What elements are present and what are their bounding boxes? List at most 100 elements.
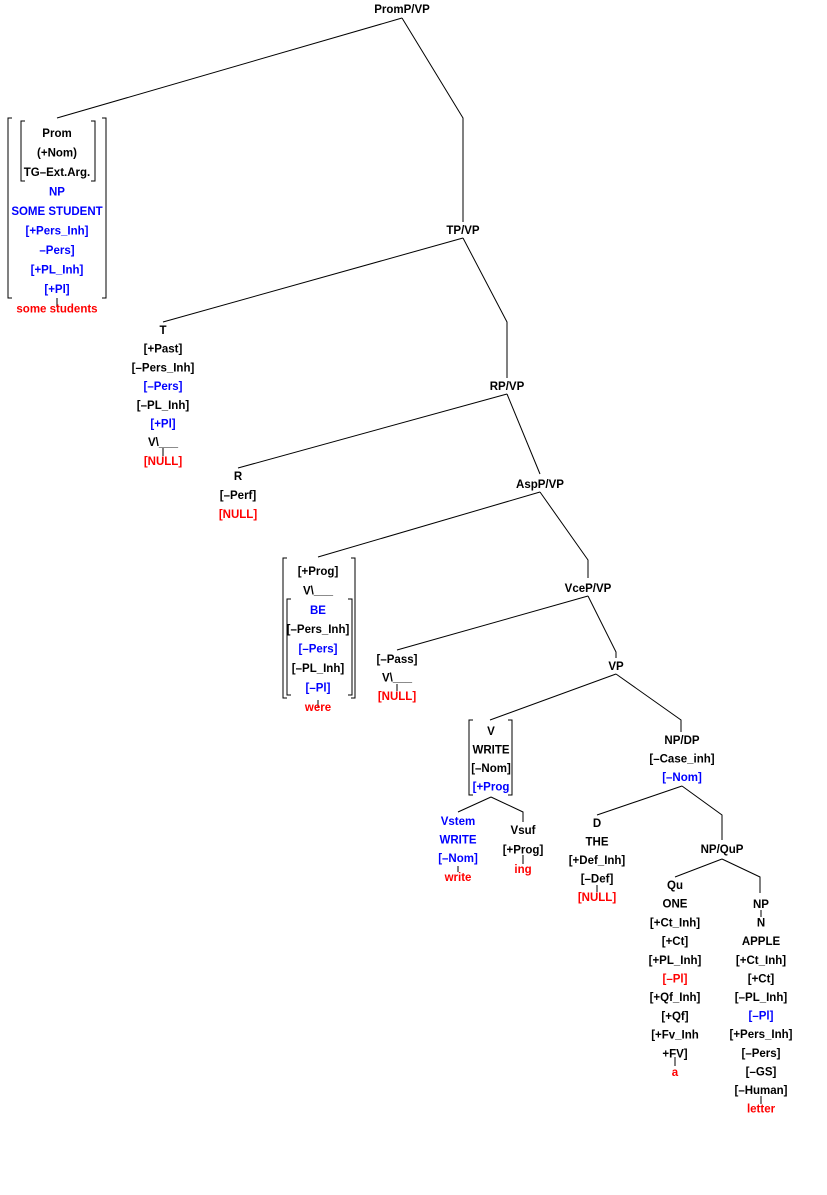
tree-node-promp: PromP/VP: [374, 4, 430, 16]
surface-word: some students: [16, 304, 97, 316]
branch: [317, 491, 541, 558]
feature-label: [+Past]: [144, 344, 183, 356]
feature-label: [+Prog]: [298, 566, 339, 578]
feature-label: D: [593, 818, 601, 830]
feature-label: TG–Ext.Arg.: [24, 167, 90, 179]
surface-word: [–Pl]: [663, 974, 688, 986]
feature-label: N: [757, 918, 765, 930]
branch: [457, 796, 492, 813]
tree-node-t: T[+Past][–Pers_Inh][–Pers][–PL_Inh][+Pl]…: [132, 325, 195, 468]
feature-label: V: [487, 726, 495, 738]
feature-label: [+Pl]: [44, 284, 69, 296]
branch: [56, 17, 403, 119]
feature-label: [+Pers_Inh]: [26, 226, 89, 238]
feature-label: [–Case_inh]: [649, 754, 714, 766]
feature-label: [–Pers_Inh]: [287, 624, 350, 636]
surface-word: [NULL]: [219, 509, 257, 521]
feature-label: [+Prog: [473, 782, 510, 794]
feature-label: PromP/VP: [374, 4, 430, 16]
feature-label: V\___: [148, 437, 179, 449]
tree-node-qu: QuONE[+Ct_Inh][+Ct][+PL_Inh][–Pl][+Qf_In…: [649, 880, 702, 1079]
feature-label: [+Pl]: [150, 419, 175, 431]
feature-label: [–Nom]: [438, 853, 478, 865]
surface-word: were: [304, 702, 331, 714]
tree-node-npdp: NP/DP [–Case_inh] [–Nom]: [649, 735, 714, 784]
feature-label: SOME STUDENT: [11, 206, 102, 218]
surface-word: letter: [747, 1104, 776, 1116]
feature-label: [–PL_Inh]: [137, 400, 190, 412]
feature-label: Vsuf: [511, 825, 536, 837]
feature-label: THE: [586, 837, 609, 849]
feature-label: [+Ct_Inh]: [736, 955, 786, 967]
branch: [490, 796, 524, 822]
branch: [462, 237, 508, 378]
surface-word: [NULL]: [578, 892, 616, 904]
tree-branches: [56, 17, 762, 1104]
branch: [506, 393, 541, 475]
tree-node-vsuf: Vsuf [+Prog] ing: [503, 825, 544, 876]
feature-label: [–Def]: [581, 874, 614, 886]
surface-word: ing: [514, 864, 531, 876]
feature-label: [+PL_Inh]: [649, 955, 702, 967]
feature-label: [+Prog]: [503, 845, 544, 857]
branch: [237, 393, 508, 469]
feature-label: R: [234, 471, 243, 483]
surface-word: write: [444, 872, 472, 884]
tree-node-rp: RP/VP: [490, 381, 525, 393]
feature-brackets: [7, 117, 513, 796]
tree-node-npqup: NP/QuP: [701, 844, 744, 856]
feature-label: [+Ct_Inh]: [650, 917, 700, 929]
feature-label: [–PL_Inh]: [735, 992, 788, 1004]
branch: [539, 491, 589, 578]
branch: [489, 673, 617, 721]
feature-label: T: [159, 325, 166, 337]
feature-label: [–Human]: [734, 1085, 787, 1097]
feature-label: –Pers]: [39, 245, 74, 257]
tree-node-r: R[–Perf][NULL]: [219, 471, 257, 521]
branch: [396, 595, 589, 651]
feature-label: [–Nom]: [662, 772, 702, 784]
feature-label: AspP/VP: [516, 479, 564, 491]
feature-label: Prom: [42, 128, 71, 140]
branch: [587, 595, 617, 658]
branch: [681, 785, 723, 840]
branch: [596, 785, 683, 816]
feature-label: [–Pers]: [742, 1048, 781, 1060]
feature-label: [+Pers_Inh]: [730, 1029, 793, 1041]
branch: [615, 673, 682, 732]
feature-label: (+Nom): [37, 148, 77, 160]
tree-node-asp: AspP/VP: [516, 479, 564, 491]
feature-label: [+Fv_Inh: [651, 1030, 699, 1042]
tree-node-vce: VceP/VP: [565, 583, 612, 595]
feature-label: V\___: [303, 585, 334, 597]
feature-label: [+Qf]: [661, 1011, 688, 1023]
tree-node-vp: VP: [608, 661, 624, 673]
feature-label: Vstem: [441, 816, 476, 828]
feature-label: [+Def_Inh]: [569, 855, 626, 867]
tree-node-pass: [–Pass]V\___[NULL]: [377, 654, 418, 703]
feature-label: NP/QuP: [701, 844, 744, 856]
feature-label: Qu: [667, 880, 683, 892]
surface-word: a: [672, 1067, 679, 1079]
feature-label: WRITE: [439, 835, 476, 847]
feature-label: V\___: [382, 673, 413, 685]
branch: [162, 237, 464, 323]
branch: [721, 858, 761, 893]
feature-label: [–PL_Inh]: [292, 663, 345, 675]
feature-label: ONE: [663, 899, 688, 911]
feature-label: VP: [608, 661, 624, 673]
feature-label: [+Ct]: [662, 936, 689, 948]
feature-label: [–Pass]: [377, 654, 418, 666]
branch: [401, 17, 464, 222]
feature-label: NP/DP: [664, 735, 699, 747]
feature-label: +FV]: [662, 1048, 687, 1060]
tree-node-np: NPNAPPLE[+Ct_Inh][+Ct][–PL_Inh][–Pl][+Pe…: [730, 899, 793, 1116]
feature-label: [–Pl]: [749, 1011, 774, 1023]
feature-label: [–GS]: [746, 1066, 777, 1078]
feature-label: [+Ct]: [748, 973, 775, 985]
feature-label: [+PL_Inh]: [31, 265, 84, 277]
